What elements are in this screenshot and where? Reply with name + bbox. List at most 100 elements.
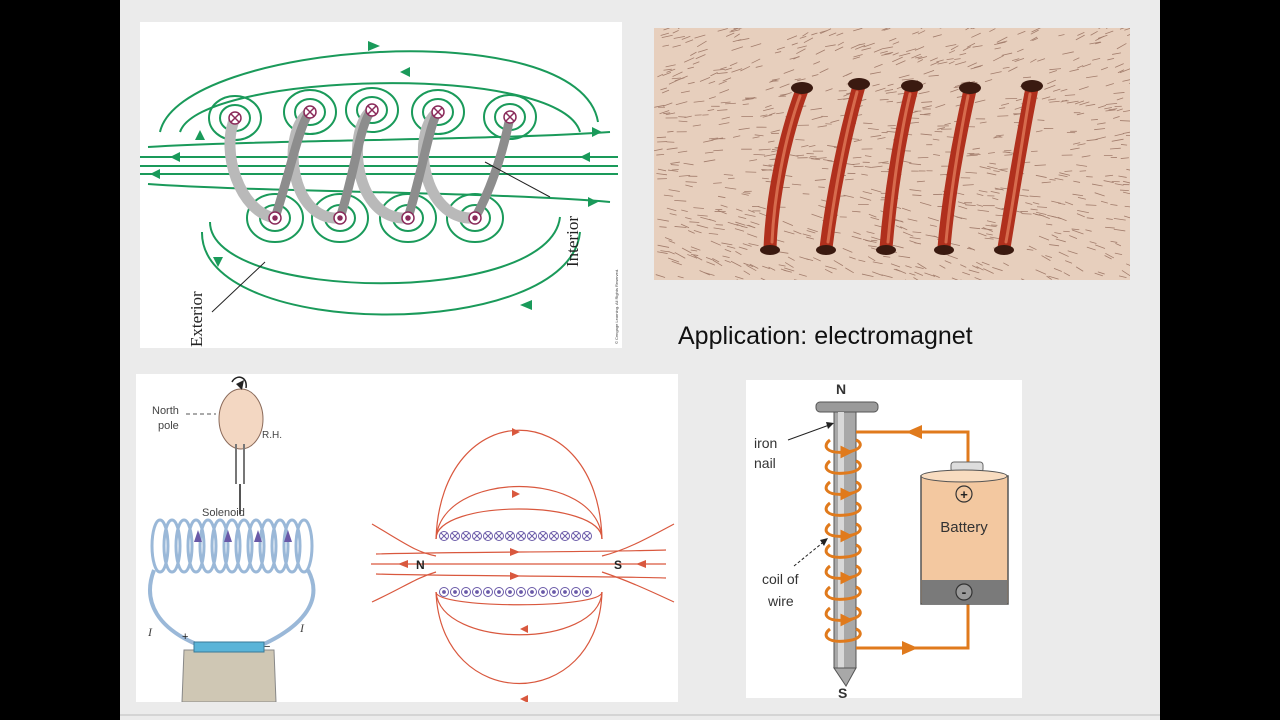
filing-mark (1035, 130, 1043, 133)
filing-mark (825, 265, 837, 270)
filing-mark (987, 166, 998, 170)
filing-mark (685, 217, 692, 220)
filing-mark (744, 213, 756, 217)
filing-mark (917, 59, 924, 63)
caption: Application: electromagnet (678, 322, 973, 350)
filing-mark (878, 161, 889, 164)
filing-mark (811, 74, 819, 77)
coil-turn (824, 627, 862, 643)
filing-mark (677, 28, 680, 30)
filing-mark (881, 274, 893, 279)
filing-mark (915, 266, 924, 270)
dot-center (486, 590, 490, 594)
filing-mark (693, 100, 705, 103)
filing-mark (810, 107, 822, 111)
interior-label: Interior (563, 216, 582, 267)
filing-mark (730, 28, 740, 32)
filing-mark (746, 224, 756, 229)
filing-mark (1113, 116, 1120, 119)
filing-mark (853, 54, 863, 58)
exterior-label: Exterior (187, 291, 206, 347)
field-line (435, 591, 603, 606)
filing-mark (846, 163, 855, 166)
filing-mark (713, 149, 724, 152)
filing-mark (870, 239, 878, 242)
filing-mark (850, 44, 860, 49)
filing-mark (872, 271, 883, 277)
filing-mark (979, 166, 991, 170)
filing-mark (880, 50, 888, 54)
filing-mark (1092, 58, 1101, 61)
filing-mark (1004, 154, 1013, 156)
filing-mark (726, 245, 736, 249)
filing-mark (863, 42, 875, 48)
filing-mark (667, 130, 674, 133)
filing-mark (837, 98, 849, 101)
filing-mark (678, 174, 691, 177)
filing-mark (936, 59, 944, 63)
filing-mark (1038, 235, 1050, 241)
filing-mark (791, 183, 802, 186)
filing-mark (806, 258, 814, 262)
filing-mark (1097, 104, 1107, 109)
right-hand-rule-diagram: North pole R.H. Solenoid (136, 374, 678, 702)
filing-mark (837, 41, 845, 46)
filing-mark (978, 190, 988, 193)
filing-mark (972, 147, 980, 150)
dot-center (519, 590, 523, 594)
filing-mark (672, 71, 683, 77)
filing-mark (784, 267, 795, 272)
filing-mark (1063, 272, 1071, 277)
filing-mark (852, 56, 861, 60)
filing-mark (749, 159, 758, 162)
filing-mark (1028, 245, 1037, 251)
filing-mark (907, 218, 918, 222)
filing-mark (830, 119, 840, 123)
filing-mark (724, 259, 731, 263)
filing-mark (906, 48, 917, 53)
coil-turn (824, 543, 862, 559)
filing-mark (1105, 226, 1115, 229)
filing-mark (806, 236, 815, 240)
filing-mark (760, 277, 766, 280)
filing-mark (958, 205, 968, 210)
filing-mark (671, 260, 682, 266)
filing-mark (932, 34, 942, 38)
filing-mark (1082, 63, 1092, 68)
filing-mark (858, 259, 866, 262)
filing-mark (919, 114, 931, 116)
filing-mark (663, 28, 670, 31)
filing-mark (1103, 180, 1114, 183)
filing-mark (1032, 202, 1040, 205)
filing-mark (901, 78, 914, 81)
filing-mark (746, 264, 757, 272)
filing-mark (1116, 43, 1127, 50)
filing-mark (928, 74, 939, 77)
pole-n-label: N (416, 558, 425, 572)
filing-mark (982, 226, 994, 233)
filing-mark (1094, 192, 1105, 197)
filing-mark (1072, 193, 1084, 197)
filing-mark (1030, 29, 1039, 35)
filing-mark (913, 277, 919, 280)
filing-mark (962, 46, 971, 51)
cross-mark (539, 532, 547, 540)
filing-mark (720, 204, 728, 208)
filing-mark (1035, 269, 1047, 275)
filing-mark (655, 274, 666, 278)
field-line (435, 591, 603, 636)
filing-mark (825, 44, 836, 48)
filing-mark (1047, 79, 1056, 85)
filing-mark (1124, 28, 1130, 31)
filing-mark (667, 169, 679, 172)
filing-mark (1090, 30, 1098, 36)
filing-mark (1029, 195, 1041, 198)
current-out-markers (268, 211, 482, 225)
filing-mark (1105, 102, 1118, 105)
north-pole-label-line1: North (152, 405, 179, 417)
cross-mark (440, 532, 448, 540)
filing-mark (989, 162, 996, 165)
filing-mark (717, 210, 727, 215)
filing-mark (796, 154, 805, 157)
cross-mark (561, 532, 569, 540)
